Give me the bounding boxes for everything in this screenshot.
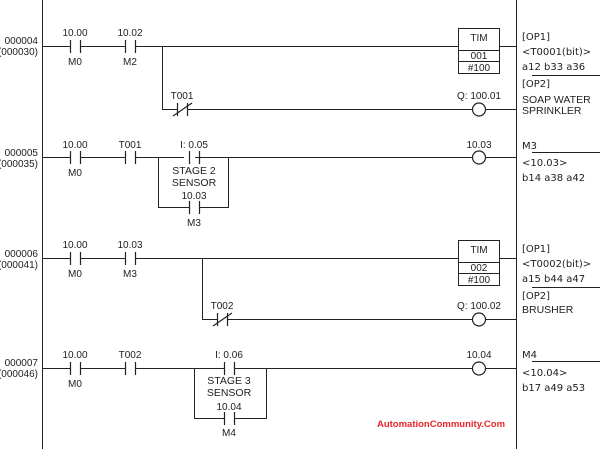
comment-op2: [OP2] [522,291,550,302]
coil-address: Q: 100.02 [457,301,501,312]
rung-step-number: 000004 [5,36,39,47]
coil-q-100.01[interactable]: Q: 100.01 [457,91,501,117]
contact-address: 10.00 [62,140,87,151]
timer-block-002[interactable]: TIM 002 #100 [458,240,500,287]
contact-no-stage-3-sensor[interactable]: I: 0.06 STAGE 3 SENSOR [207,350,252,399]
comment-cross-reference: a15 b44 a47 [522,274,585,285]
contact-address: T002 [119,350,142,361]
comment-reference: <T0001(bit)> [522,47,591,58]
timer-number: 002 [471,263,488,274]
rung-step-number: 000006 [5,249,39,260]
contact-label: M0 [68,269,82,280]
contact-label: SENSOR [172,177,217,189]
rung-000004: 000004 (000030) 10.00 M0 10.02 M2 TIM 00… [0,28,600,117]
contact-nc-t002[interactable]: T002 [211,301,234,327]
coil-address: 10.04 [466,350,491,361]
timer-preset: #100 [468,275,491,286]
comment-op1: [OP1] [522,32,550,43]
coil-10.03[interactable]: 10.03 [466,140,492,165]
contact-address: T001 [171,91,194,102]
contact-no-t002[interactable]: T002 [119,350,142,375]
contact-address: 10.00 [62,240,87,251]
contact-address: T001 [119,140,142,151]
contact-address: 10.02 [117,28,142,39]
comment-name: M4 [522,350,537,361]
comment-description: SPRINKLER [522,105,582,117]
contact-no-10.04[interactable]: 10.04 M4 [216,402,241,439]
comment-reference: <10.04> [522,368,567,379]
contact-label: M0 [68,379,82,390]
contact-no-10.00[interactable]: 10.00 M0 [62,240,87,280]
comment-reference: <T0002(bit)> [522,259,591,270]
comment-description: BRUSHER [522,304,574,316]
contact-no-10.03[interactable]: 10.03 M3 [117,240,142,280]
contact-no-10.00[interactable]: 10.00 M0 [62,350,87,390]
contact-address: I: 0.06 [215,350,243,361]
coil-address: Q: 100.01 [457,91,501,102]
contact-no-10.00[interactable]: 10.00 M0 [62,28,87,68]
rung-comment: M4 <10.04> b17 a49 a53 [522,350,600,394]
rung-step-number: 000005 [5,148,39,159]
rung-address: (000041) [0,260,38,271]
comment-cross-reference: b17 a49 a53 [522,383,585,394]
coil-10.04[interactable]: 10.04 [466,350,492,376]
rung-address: (000035) [0,159,38,170]
contact-no-10.03[interactable]: 10.03 M3 [181,191,206,229]
contact-label: STAGE 3 [207,375,251,387]
contact-label: M0 [68,168,82,179]
timer-block-001[interactable]: TIM 001 #100 [458,28,500,75]
comment-description: SOAP WATER [522,94,591,106]
contact-address: 10.00 [62,350,87,361]
rung-comment: [OP1] <T0001(bit)> a12 b33 a36 [OP2] SOA… [522,32,600,117]
contact-no-t001[interactable]: T001 [119,140,142,164]
contact-address: 10.03 [181,191,206,202]
rung-000005: 000005 (000035) 10.00 M0 T001 I: 0.05 ST… [0,140,600,229]
rung-000006: 000006 (000041) 10.00 M0 10.03 M3 TIM 00… [0,240,600,327]
comment-op2: [OP2] [522,79,550,90]
contact-no-stage-2-sensor[interactable]: I: 0.05 STAGE 2 SENSOR [172,140,217,189]
comment-reference: <10.03> [522,158,567,169]
contact-address: 10.03 [117,240,142,251]
contact-no-10.02[interactable]: 10.02 M2 [117,28,142,68]
comment-name: M3 [522,141,537,152]
coil-address: 10.03 [466,140,491,151]
timer-title: TIM [470,33,487,44]
contact-label: STAGE 2 [172,165,216,177]
contact-nc-t001[interactable]: T001 [171,91,194,117]
contact-label: M3 [123,269,137,280]
contact-address: I: 0.05 [180,140,208,151]
timer-number: 001 [471,51,488,62]
contact-no-10.00[interactable]: 10.00 M0 [62,140,87,179]
comment-op1: [OP1] [522,244,550,255]
contact-label: M2 [123,57,137,68]
contact-address: 10.04 [216,402,241,413]
contact-label: M4 [222,428,236,439]
timer-title: TIM [470,245,487,256]
rung-000007: 000007 (000046) 10.00 M0 T002 I: 0.06 ST… [0,350,600,439]
rung-comment: [OP1] <T0002(bit)> a15 b44 a47 [OP2] BRU… [522,244,600,316]
comment-cross-reference: b14 a38 a42 [522,173,585,184]
timer-preset: #100 [468,63,491,74]
contact-address: 10.00 [62,28,87,39]
contact-address: T002 [211,301,234,312]
rung-comment: M3 <10.03> b14 a38 a42 [522,141,600,184]
rung-address: (000030) [0,47,38,58]
contact-label: M3 [187,218,201,229]
watermark: AutomationCommunity.Com [377,419,505,430]
rung-address: (000046) [0,369,38,380]
contact-label: M0 [68,57,82,68]
coil-q-100.02[interactable]: Q: 100.02 [457,301,501,327]
comment-cross-reference: a12 b33 a36 [522,62,585,73]
contact-label: SENSOR [207,387,252,399]
rung-step-number: 000007 [5,358,39,369]
